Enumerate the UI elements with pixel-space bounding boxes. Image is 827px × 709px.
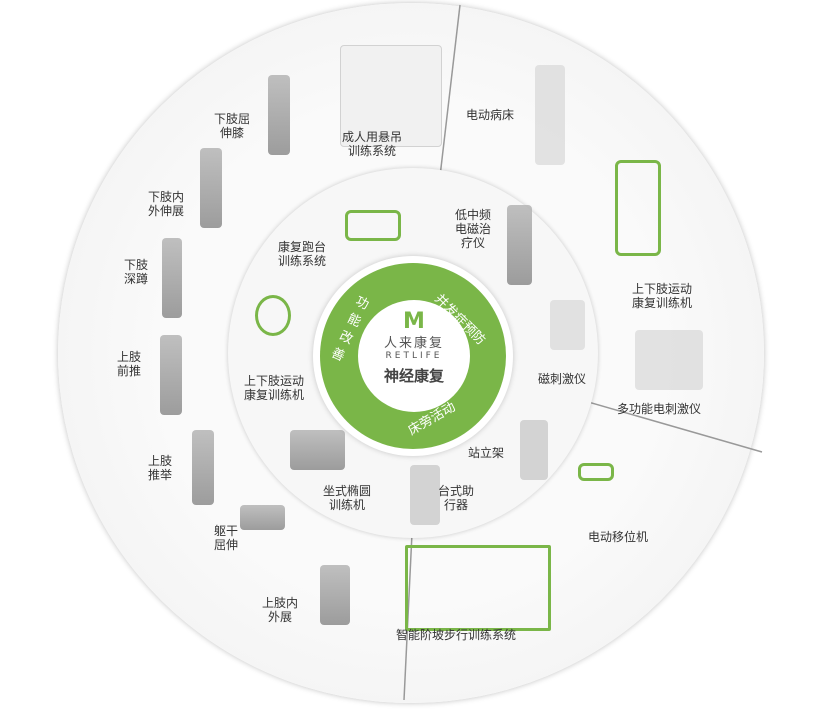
trunk-machine-image	[240, 505, 285, 530]
label-knee: 下肢屈 伸膝	[214, 112, 251, 140]
transfer-lift-image	[578, 463, 614, 481]
label-elliptical: 坐式椭圆 训练机	[323, 484, 372, 512]
lift-machine-image	[192, 430, 214, 505]
logo-icon: M	[403, 309, 425, 334]
limbs-trainer-left-image	[255, 295, 291, 336]
label-multi: 多功能电刺激仪	[617, 402, 702, 416]
electric-bed-image	[535, 65, 565, 165]
label-bed: 电动病床	[466, 108, 515, 122]
label-press: 上肢 前推	[117, 350, 142, 378]
label-lift: 上肢 推举	[148, 454, 173, 482]
hub-center: M 人来康复 RETLIFE 神经康复	[358, 300, 470, 412]
label-magnetic: 磁刺激仪	[538, 372, 587, 386]
magnetic-device-image	[550, 300, 585, 350]
label-limbs-left: 上下肢运动 康复训练机	[244, 374, 305, 402]
label-abduction: 上肢内 外展	[262, 596, 299, 624]
limbs-trainer-right-image	[615, 160, 661, 256]
label-stand: 站立架	[468, 446, 505, 460]
hip-machine-image	[200, 148, 222, 228]
label-squat: 下肢 深蹲	[124, 258, 149, 286]
brand-cn: 人来康复	[383, 336, 444, 351]
label-treadmill: 康复跑台 训练系统	[278, 240, 327, 268]
suspension-system-image	[340, 45, 442, 147]
press-machine-image	[160, 335, 182, 415]
brand-en: RETLIFE	[385, 351, 443, 361]
multi-stimulator-image	[635, 330, 703, 390]
walker-image	[410, 465, 440, 525]
label-limbs-right: 上下肢运动 康复训练机	[632, 282, 693, 310]
squat-machine-image	[162, 238, 182, 318]
knee-machine-image	[268, 75, 290, 155]
abduction-machine-image	[320, 565, 350, 625]
elliptical-image	[290, 430, 345, 470]
label-hip: 下肢内 外伸展	[148, 190, 185, 218]
label-trunk: 躯干 屈伸	[214, 524, 239, 552]
treadmill-image	[345, 210, 401, 241]
label-suspension: 成人用悬吊 训练系统	[342, 130, 403, 158]
standing-frame-image	[520, 420, 548, 480]
label-transfer: 电动移位机	[588, 530, 649, 544]
label-lowfreq: 低中频 电磁治 疗仪	[455, 208, 492, 250]
hub-title: 神经康复	[383, 367, 444, 385]
label-walker: 台式助 行器	[438, 484, 475, 512]
label-stairs: 智能阶坡步行训练系统	[396, 628, 517, 642]
lowfreq-device-image	[507, 205, 532, 285]
stair-system-image	[405, 545, 551, 631]
